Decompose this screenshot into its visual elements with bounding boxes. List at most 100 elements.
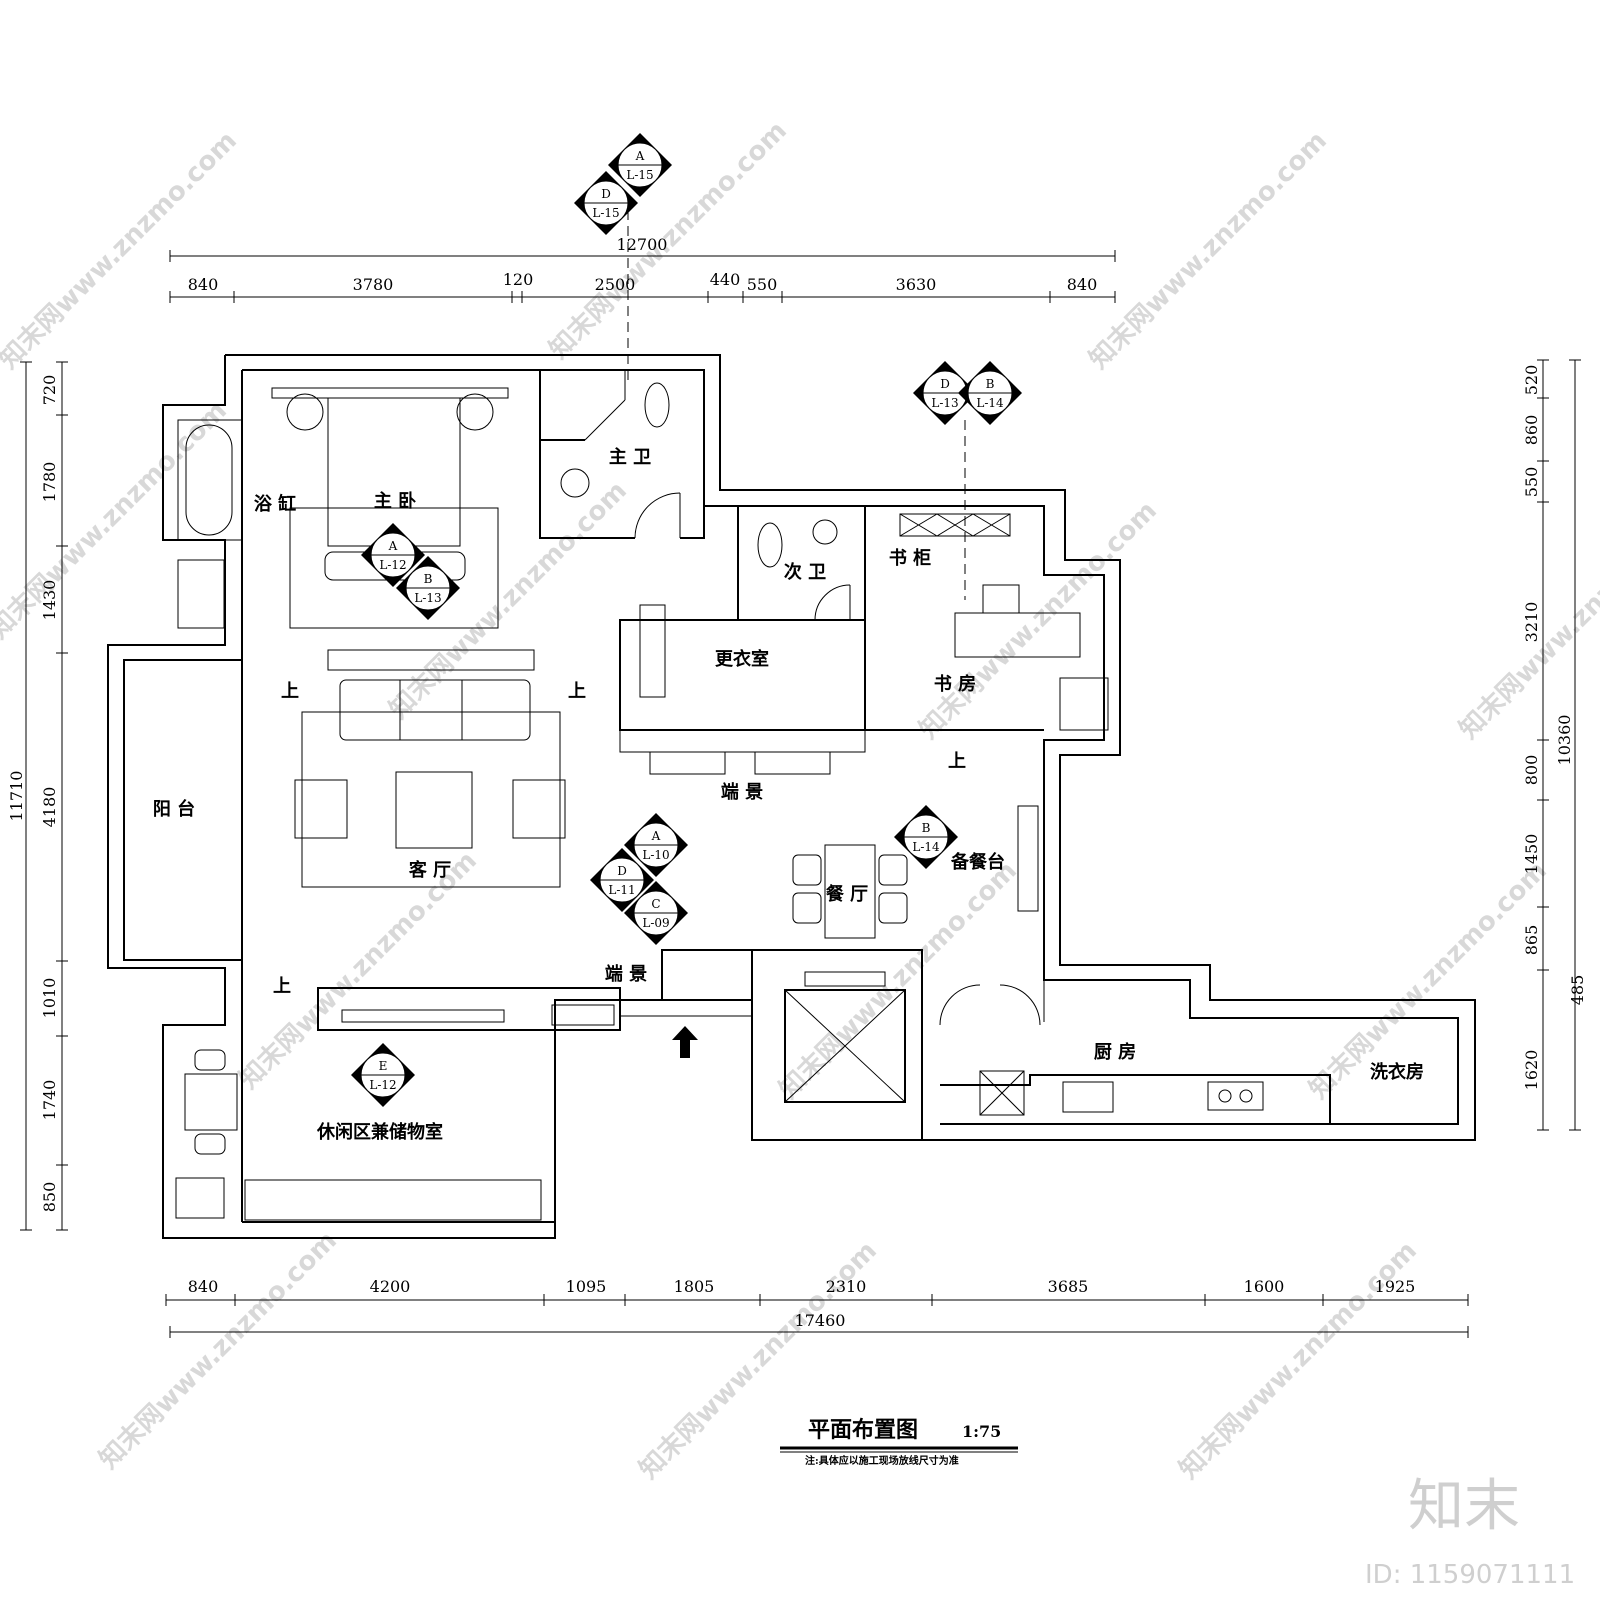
right-dimensions: 520 860 550 3210 800 1450 865 1620 10360… (1522, 359, 1587, 1131)
step-mark: 上 (273, 976, 291, 997)
dim-right-seg: 800 (1522, 755, 1541, 786)
walls (107, 354, 1476, 1239)
section-tag-letter: D (601, 187, 611, 201)
title-block: 平面布置图 1:75 注:具体应以施工现场放线尺寸为准 (780, 1417, 1018, 1467)
furniture (175, 210, 1109, 1221)
section-tag-letter: B (986, 377, 995, 391)
section-tag-letter: A (635, 149, 645, 163)
watermark-layer: 知末网www.znzmo.com 知末网www.znzmo.com 知末网www… (0, 116, 1600, 1485)
room-label-second-bath: 次 卫 (784, 561, 826, 583)
section-tag: C L-09 (624, 881, 688, 945)
dim-right-seg: 3210 (1522, 602, 1541, 643)
step-mark: 上 (281, 681, 299, 702)
section-tag-letter: D (940, 377, 950, 391)
section-tag-letter: D (617, 864, 627, 878)
section-tag: D L-13 (913, 361, 977, 425)
dim-top-seg: 120 (503, 270, 534, 289)
section-tag: A L-12 (361, 523, 425, 587)
room-label-kitchen: 厨 房 (1094, 1041, 1136, 1063)
section-tag-letter: A (388, 539, 398, 553)
label-feature-wall-top: 端 景 (721, 782, 763, 803)
section-tag: A L-15 (608, 133, 672, 197)
dim-top-seg: 550 (747, 275, 778, 294)
drawing-note: 注:具体应以施工现场放线尺寸为准 (805, 1454, 959, 1467)
watermark-text: 知末网www.znzmo.com (914, 496, 1163, 745)
section-tag-ref: L-15 (626, 168, 653, 182)
dim-bottom-total: 17460 (795, 1311, 846, 1330)
section-tag: B L-14 (958, 361, 1022, 425)
left-dimensions: 11710 720 1780 1430 4180 1010 1740 850 (7, 361, 68, 1231)
dim-bottom-seg: 1600 (1244, 1277, 1285, 1296)
drawing-title: 平面布置图 (808, 1417, 918, 1443)
section-tags: A L-15 D L-15 D L-13 B L-14 A L-12 (351, 133, 1022, 1107)
room-label-living-room: 客 厅 (409, 859, 451, 881)
dim-right-seg: 1620 (1522, 1050, 1541, 1091)
branding: 知末 ID: 1159071111 (1365, 1474, 1575, 1590)
watermark-text: 知末网www.znzmo.com (1084, 126, 1333, 375)
section-tag: B L-13 (396, 556, 460, 620)
dim-top-seg: 3780 (353, 275, 394, 294)
dim-right-seg: 860 (1522, 415, 1541, 446)
section-tag-ref: L-12 (369, 1078, 396, 1092)
dim-bottom-seg: 1925 (1375, 1277, 1416, 1296)
dim-top-seg: 840 (1067, 275, 1098, 294)
watermark-text: 知末网www.znzmo.com (0, 396, 233, 645)
label-feature-wall-bottom: 端 景 (605, 964, 647, 985)
section-tag-ref: L-09 (642, 916, 669, 930)
dim-top-seg: 840 (188, 275, 219, 294)
dim-top-seg: 2500 (595, 275, 636, 294)
label-sideboard: 备餐台 (950, 851, 1005, 873)
step-mark: 上 (568, 681, 586, 702)
dim-top-seg: 440 (710, 270, 741, 289)
room-label-dining-room: 餐 厅 (825, 883, 868, 905)
dim-top-seg: 3630 (896, 275, 937, 294)
step-marks: 上 上 上 上 (273, 681, 966, 997)
section-tag-letter: C (651, 897, 660, 911)
dim-right-extra: 485 (1568, 975, 1587, 1006)
section-tag-ref: L-10 (642, 848, 669, 862)
dim-left-total: 11710 (7, 771, 26, 822)
section-tag-letter: A (651, 829, 661, 843)
dim-right-seg: 865 (1522, 925, 1541, 956)
dim-bottom-seg: 4200 (370, 1277, 411, 1296)
section-tag-ref: L-14 (976, 396, 1004, 410)
dim-right-seg: 550 (1522, 467, 1541, 498)
section-tag: B L-14 (894, 805, 958, 869)
watermark-text: 知末网www.znzmo.com (0, 126, 243, 375)
watermark-id: ID: 1159071111 (1365, 1560, 1575, 1590)
dim-left-seg: 1430 (40, 580, 59, 621)
dim-bottom-seg: 2310 (826, 1277, 867, 1296)
room-label-laundry: 洗衣房 (1370, 1061, 1424, 1083)
section-tag-ref: L-15 (592, 206, 619, 220)
watermark-text: 知末网www.znzmo.com (544, 116, 793, 365)
room-labels: 主 卧 主 卫 浴 缸 次 卫 书 柜 书 房 更衣室 阳 台 客 厅 端 景 … (153, 446, 1424, 1143)
dim-left-seg: 1010 (40, 978, 59, 1019)
label-bathtub: 浴 缸 (254, 493, 296, 515)
watermark-text: 知末网www.znzmo.com (1304, 856, 1553, 1105)
watermark-text: 知末网www.znzmo.com (1174, 1236, 1423, 1485)
section-tag-letter: B (922, 821, 931, 835)
dim-top-total: 12700 (617, 235, 668, 254)
section-tag-ref: L-13 (414, 591, 441, 605)
watermark-text: 知末网www.znzmo.com (234, 846, 483, 1095)
section-tag-letter: B (424, 572, 433, 586)
dim-left-seg: 720 (40, 375, 59, 406)
section-tag-letter: E (379, 1059, 388, 1073)
room-label-master-bath: 主 卫 (609, 446, 651, 468)
section-tag-ref: L-12 (379, 558, 406, 572)
dim-bottom-seg: 1805 (674, 1277, 715, 1296)
room-label-leisure-storage: 休闲区兼储物室 (316, 1121, 443, 1143)
dim-bottom-seg: 840 (188, 1277, 219, 1296)
watermark-logo: 知末 (1408, 1474, 1520, 1539)
dim-left-seg: 1740 (40, 1080, 59, 1121)
room-label-balcony: 阳 台 (153, 798, 195, 820)
section-tag-ref: L-13 (931, 396, 958, 410)
dim-right-total: 10360 (1555, 715, 1574, 766)
room-label-master-bedroom: 主 卧 (374, 490, 416, 512)
section-tag-ref: L-11 (608, 883, 635, 897)
top-dimensions: 12700 840 3780 120 2500 440 550 3630 840 (169, 235, 1116, 303)
dim-left-seg: 850 (40, 1182, 59, 1213)
section-tag: D L-15 (574, 171, 638, 235)
label-bookcase: 书 柜 (889, 547, 931, 569)
